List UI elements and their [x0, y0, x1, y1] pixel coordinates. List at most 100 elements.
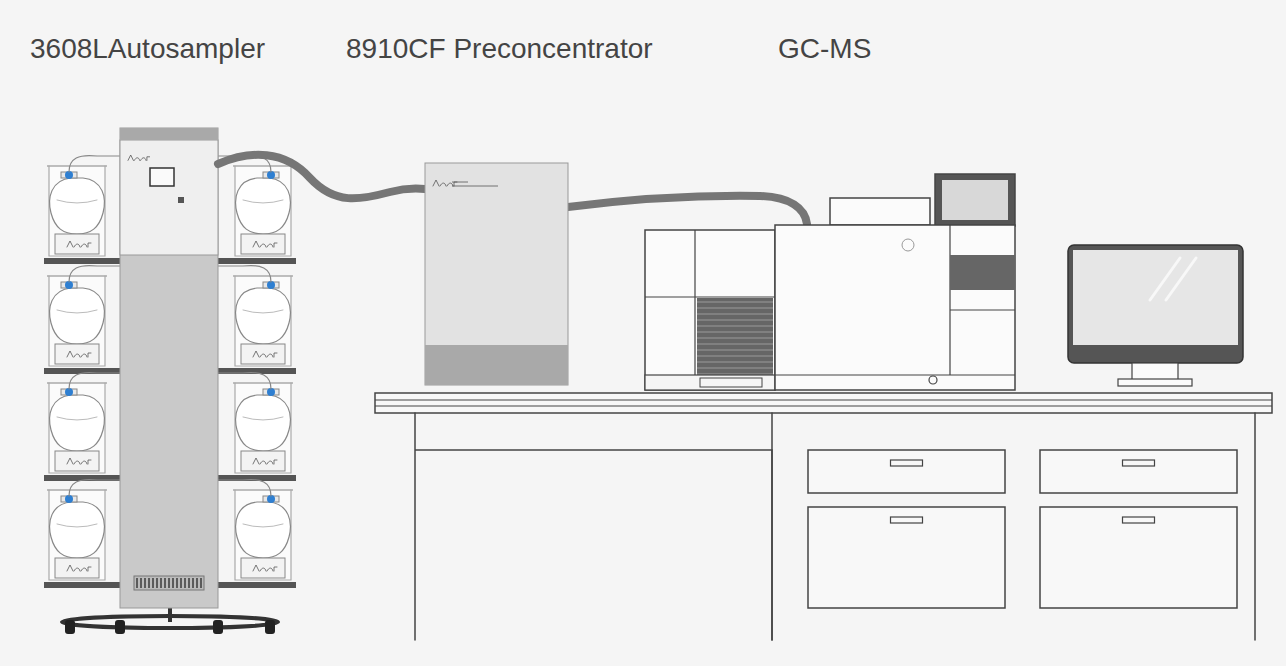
ms-grille-slat: [697, 301, 773, 303]
ms-base: [645, 375, 775, 390]
caster: [213, 620, 223, 634]
drawer: [1040, 507, 1237, 608]
brand-logo: [128, 155, 150, 160]
gc-panel-line: [950, 310, 1015, 311]
valve-body: [263, 282, 279, 288]
ms-divider: [645, 296, 775, 297]
valve-body: [263, 389, 279, 395]
vent-slot: [176, 578, 177, 588]
sample-bottle: [218, 480, 293, 580]
brand-logo: [67, 565, 91, 571]
sample-bag: [50, 395, 105, 451]
bottle-plate: [55, 234, 99, 254]
valve-body: [263, 172, 279, 178]
tower-upper-panel: [120, 140, 218, 255]
transfer-line: [218, 155, 425, 199]
tower-button: [178, 197, 184, 203]
device-label: GC-MS: [778, 34, 871, 65]
monitor-frame: [1068, 245, 1243, 363]
beaker: [235, 166, 291, 256]
logo-text: [452, 182, 468, 183]
ms-grille-slat: [697, 361, 773, 363]
vent-slot: [184, 578, 185, 588]
sample-bottle: [47, 373, 122, 473]
ms-foot: [700, 378, 762, 387]
ms-grille-slat: [697, 319, 773, 321]
bag-crease: [243, 310, 283, 313]
sample-bottle: [218, 373, 293, 473]
vent-slot: [168, 578, 169, 588]
shelf: [218, 258, 296, 264]
sample-bag: [236, 178, 291, 234]
bottle-plate: [241, 451, 285, 471]
brand-logo: [67, 241, 91, 247]
sample-tube: [69, 480, 122, 496]
sample-bag: [236, 288, 291, 344]
beaker: [49, 490, 105, 580]
beaker-rim: [233, 382, 293, 384]
vent-slot: [140, 578, 141, 588]
drawer: [808, 507, 1005, 608]
beaker-rim: [47, 382, 107, 384]
bench-leg-frame: [415, 413, 772, 640]
vent-slot: [196, 578, 197, 588]
bag-crease: [243, 200, 283, 203]
beaker: [49, 276, 105, 366]
valve-body: [263, 496, 279, 502]
brand-logo: [67, 458, 91, 464]
drawer: [1040, 450, 1237, 493]
logo-text: [452, 186, 498, 187]
preconcentrator-body: [425, 163, 568, 385]
brand-logo: [433, 180, 457, 186]
ms-grille-slat: [697, 307, 773, 309]
sample-bottle: [218, 156, 293, 256]
vent-slot: [188, 578, 189, 588]
beaker: [49, 383, 105, 473]
ms-grille-slat: [697, 325, 773, 327]
bottle-plate: [55, 558, 99, 578]
bottle-plate: [241, 344, 285, 364]
vent-slot: [148, 578, 149, 588]
bench-top: [375, 393, 1272, 413]
vent-slot: [172, 578, 173, 588]
bench-top-edge: [375, 400, 1272, 401]
sample-bag: [236, 395, 291, 451]
brand-logo: [67, 351, 91, 357]
gc-body: [775, 225, 1015, 390]
gc-screen-frame: [935, 174, 1015, 226]
ms-module: [645, 230, 775, 390]
monitor-neck: [1132, 363, 1178, 380]
sample-bag: [50, 288, 105, 344]
beaker-rim: [47, 275, 107, 277]
sample-bag: [236, 502, 291, 558]
tower-cap: [120, 128, 218, 140]
bag-crease: [57, 524, 97, 527]
transfer-line: [568, 196, 807, 224]
sample-bag: [50, 502, 105, 558]
autosampler: [44, 128, 296, 634]
brand-logo: [253, 351, 277, 357]
device-label: 3608LAutosampler: [30, 34, 265, 65]
preconcentrator: [425, 163, 568, 385]
sample-bottle: [47, 480, 122, 580]
ms-grille: [697, 298, 773, 376]
vent: [134, 576, 204, 590]
bench-top-edge: [375, 406, 1272, 407]
sample-tube: [218, 480, 271, 496]
sample-tube: [69, 373, 122, 389]
valve-body: [61, 282, 77, 288]
beaker-rim: [233, 165, 293, 167]
tower-display: [150, 168, 174, 186]
brand-logo: [253, 565, 277, 571]
monitor-screen: [1073, 250, 1238, 345]
bench-cabinet: [772, 413, 1255, 640]
bag-crease: [243, 524, 283, 527]
gc-divider: [949, 225, 950, 375]
vent-slot: [152, 578, 153, 588]
gc-panel-band: [950, 255, 1015, 290]
bag-crease: [243, 417, 283, 420]
shelf: [218, 582, 296, 588]
sample-bottle: [47, 156, 122, 256]
gc-base-line: [775, 374, 1015, 375]
